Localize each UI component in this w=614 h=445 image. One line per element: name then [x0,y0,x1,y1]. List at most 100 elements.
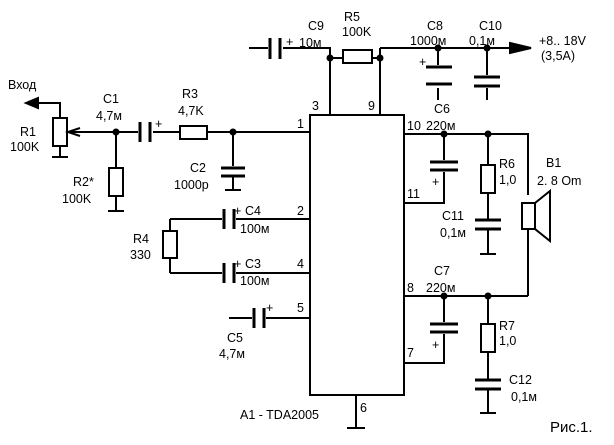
r2-ref: R2* [73,175,94,189]
junction-c6 [440,130,448,138]
c2-plates [221,166,245,178]
figure-caption: Рис.1. [550,419,593,436]
pin-7-label: 7 [407,346,414,360]
c10-ref: C10 [479,19,502,33]
input-label: Вход [8,78,37,92]
c6-plus: + [432,175,439,189]
pin-4-label: 4 [297,257,304,271]
c4-value: 100м [240,222,269,236]
r6-ref: R6 [499,157,515,171]
speaker-ref: B1 [546,156,561,170]
r4-body [162,230,178,259]
r5-ref: R5 [344,10,360,24]
pin-5-label: 5 [297,301,304,315]
r6-value: 1,0 [499,173,516,187]
r6-body [480,164,496,194]
c12-value: 0,1м [511,390,537,404]
c11-plates [475,218,501,231]
pin-11-label: 11 [407,187,420,201]
c10-value: 0,1м [469,34,495,48]
r1-ref: R1 [20,125,36,139]
speaker-cone [534,188,551,244]
r5-value: 100K [342,25,372,39]
supply-arrow [509,41,532,55]
c1-plates [138,122,152,142]
r2-leads [108,132,124,212]
c6-value: 220м [426,119,455,133]
c2-leads [225,132,241,191]
junction-c8 [434,44,442,52]
c3-value: 100м [240,274,269,288]
speaker-value: 2. 8 Om [537,174,581,188]
c7-plates [430,322,458,334]
supply-voltage: +8.. 18V [539,34,587,48]
c12-plates [475,378,501,391]
c5-plus: + [266,301,273,315]
input-arrow [23,96,39,110]
c1-plus: + [155,117,162,131]
r3-body [179,125,208,140]
c5-value: 4,7м [219,347,245,361]
r3-value: 4,7K [178,104,204,118]
c3-ref: C3 [245,257,261,271]
c8-value: 1000м [410,34,446,48]
c7-ref: C7 [434,264,450,278]
c2-value: 1000p [174,178,209,192]
c10-plates [474,75,500,88]
junction-r5-right [376,54,384,62]
c4-ref: C4 [245,204,261,218]
c9-value: 10м [299,36,322,50]
c4-plus: + [234,204,241,218]
r7-value: 1,0 [499,334,516,348]
r2-value: 100K [62,192,92,206]
r7-c12-leads [480,296,496,414]
pin-8-label: 8 [407,281,414,295]
c6-plates [430,160,458,172]
c3-plates [222,263,236,283]
c9-plates [268,38,282,59]
c4-plates [222,209,236,229]
c7-leads [404,296,445,364]
c12-ref: C12 [509,373,532,387]
r1-ground [52,146,68,158]
r6-c11-leads [480,134,496,255]
r1-wiper-arrow [64,127,81,137]
r1-value: 100K [10,140,40,154]
c9-ref: C9 [308,19,324,33]
pin-2-label: 2 [297,204,304,218]
c1-ref: C1 [103,92,119,106]
supply-current: (3,5A) [541,49,575,63]
wire-c9-pin3 [283,47,331,115]
r7-body [480,323,496,353]
c8-ref: C8 [427,19,443,33]
c8-plus: + [419,55,426,69]
pin-3-label: 3 [312,99,319,113]
pin-9-label: 9 [368,99,375,113]
r2-body [108,167,124,197]
c7-plus: + [432,338,439,352]
r4-ref: R4 [133,232,149,246]
pin-1-label: 1 [297,117,304,131]
junction-c10 [483,44,491,52]
c7-value: 220м [426,281,455,295]
speaker-body [521,202,536,230]
c6-ref: C6 [434,102,450,116]
junction-r5-left [326,54,334,62]
c11-ref: C11 [442,209,464,223]
r4-value: 330 [130,248,151,262]
c8-plates [426,65,452,86]
c9-plus: + [286,35,293,49]
c1-value: 4,7м [96,109,122,123]
ic-label: A1 - TDA2005 [240,408,319,422]
junction-c7 [440,292,448,300]
c2-ref: C2 [190,161,206,175]
pin-10-label: 10 [407,119,421,133]
r5-body [342,49,373,64]
r3-ref: R3 [182,87,198,101]
ic-pin-6-label: 6 [360,401,367,415]
wire-input [38,102,61,118]
c6-leads [404,134,445,204]
ic-body [309,114,405,396]
